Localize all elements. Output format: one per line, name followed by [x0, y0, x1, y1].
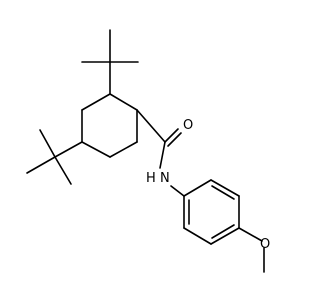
amide-group — [136, 109, 185, 197]
carbonyl-double-bond — [164, 128, 179, 143]
carbonyl-double-bond — [167, 132, 182, 147]
methoxy-oxygen-label: O — [260, 237, 270, 252]
aromatic-bond — [210, 179, 240, 197]
aromatic-bond — [183, 227, 212, 245]
substituent-bond — [54, 141, 83, 158]
methyl-bond — [54, 156, 72, 185]
methyl-bond — [39, 129, 56, 158]
aryl-o-bond — [238, 227, 263, 242]
structure-canvas: O N H O — [26, 29, 271, 273]
carbonyl-carbon-bond — [136, 109, 166, 143]
aromatic-inner-bond — [211, 185, 235, 200]
tert-butyl-left — [26, 129, 83, 185]
ring-bond — [109, 141, 138, 158]
methoxy-group — [238, 227, 265, 273]
molecule-drawing: O N H O — [26, 29, 270, 273]
ring-bond — [81, 93, 111, 111]
ring-bond — [109, 93, 138, 111]
aromatic-bond — [183, 179, 212, 197]
methyl-bond — [26, 156, 56, 174]
aromatic-inner-bond — [211, 224, 235, 239]
amide-hydrogen-label: H — [146, 171, 156, 186]
cyclohexane-ring — [81, 93, 138, 158]
amide-nitrogen-label: N — [160, 171, 170, 186]
benzene-ring — [183, 179, 240, 245]
tert-butyl-top — [81, 29, 139, 95]
carbonyl-oxygen-label: O — [183, 118, 193, 133]
aromatic-bond — [210, 227, 240, 245]
n-aryl-bond — [170, 185, 185, 197]
ring-bond — [81, 141, 111, 158]
amide-cn-bond — [159, 141, 166, 169]
